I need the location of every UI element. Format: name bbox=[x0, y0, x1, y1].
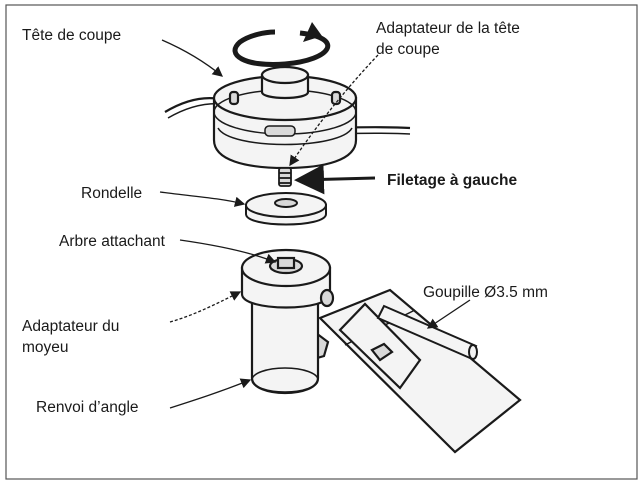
rotation-arrow-icon bbox=[232, 22, 331, 67]
washer bbox=[245, 192, 327, 226]
label-shaft: Arbre attachant bbox=[59, 233, 166, 250]
label-gearbox: Renvoi d’angle bbox=[36, 399, 139, 416]
label-head-adapter-2: de coupe bbox=[376, 41, 440, 58]
leader-lines bbox=[159, 39, 471, 409]
label-washer: Rondelle bbox=[81, 185, 142, 202]
label-head-adapter-1: Adaptateur de la tête bbox=[376, 20, 520, 37]
cutting-head bbox=[164, 65, 411, 170]
gearbox bbox=[240, 248, 522, 454]
diagram-border bbox=[5, 4, 638, 480]
label-cutting-head: Tête de coupe bbox=[22, 27, 121, 44]
label-hub-adapter-1: Adaptateur du bbox=[22, 318, 119, 335]
thread-stub bbox=[278, 167, 292, 187]
pin bbox=[376, 304, 478, 360]
left-thread-arrow bbox=[294, 164, 376, 195]
label-hub-adapter-2: moyeu bbox=[22, 339, 69, 356]
label-left-thread: Filetage à gauche bbox=[387, 172, 517, 189]
label-pin: Goupille Ø3.5 mm bbox=[423, 284, 548, 301]
